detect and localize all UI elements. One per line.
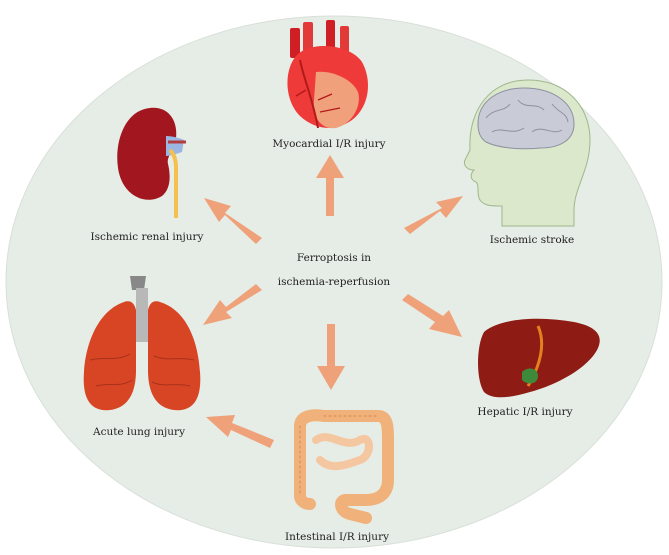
center-label-line2: ischemia-reperfusion — [277, 276, 391, 288]
arrow-to-liver — [402, 294, 462, 337]
label-renal: Ischemic renal injury — [90, 231, 204, 243]
liver-icon — [478, 318, 600, 398]
label-myocardial: Myocardial I/R injury — [272, 138, 386, 150]
arrow-intestine-to-lung — [206, 415, 274, 448]
label-lung: Acute lung injury — [92, 426, 186, 438]
arrow-to-kidney — [204, 198, 262, 244]
head-brain-icon — [463, 79, 591, 227]
kidney-icon — [117, 107, 186, 218]
arrow-to-lung — [203, 284, 262, 325]
lungs-icon — [83, 276, 201, 411]
intestine-icon — [294, 409, 394, 524]
center-label: Ferroptosis in ischemia-reperfusion — [254, 246, 414, 294]
arrows — [203, 155, 463, 448]
label-stroke: Ischemic stroke — [489, 234, 575, 246]
arrow-to-brain — [404, 196, 463, 234]
heart-icon — [287, 20, 368, 129]
arrow-to-intestine — [317, 324, 345, 390]
label-hepatic: Hepatic I/R injury — [477, 406, 573, 418]
arrow-to-heart — [316, 155, 344, 216]
center-label-line1: Ferroptosis in — [296, 252, 372, 264]
label-intestinal: Intestinal I/R injury — [284, 531, 390, 543]
